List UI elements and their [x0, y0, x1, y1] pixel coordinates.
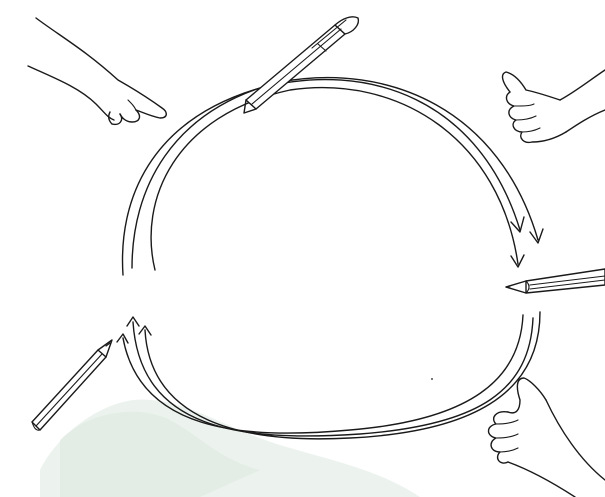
thumbs-up-icon — [503, 70, 605, 142]
pointing-hand-icon — [28, 18, 166, 124]
top-cycle-arrow — [123, 78, 543, 275]
watercolor-wash — [40, 400, 420, 497]
pen-icon — [244, 17, 358, 113]
thumbs-up-icon — [489, 378, 605, 497]
pencil-icon — [506, 269, 605, 293]
ink-dot — [431, 378, 433, 380]
